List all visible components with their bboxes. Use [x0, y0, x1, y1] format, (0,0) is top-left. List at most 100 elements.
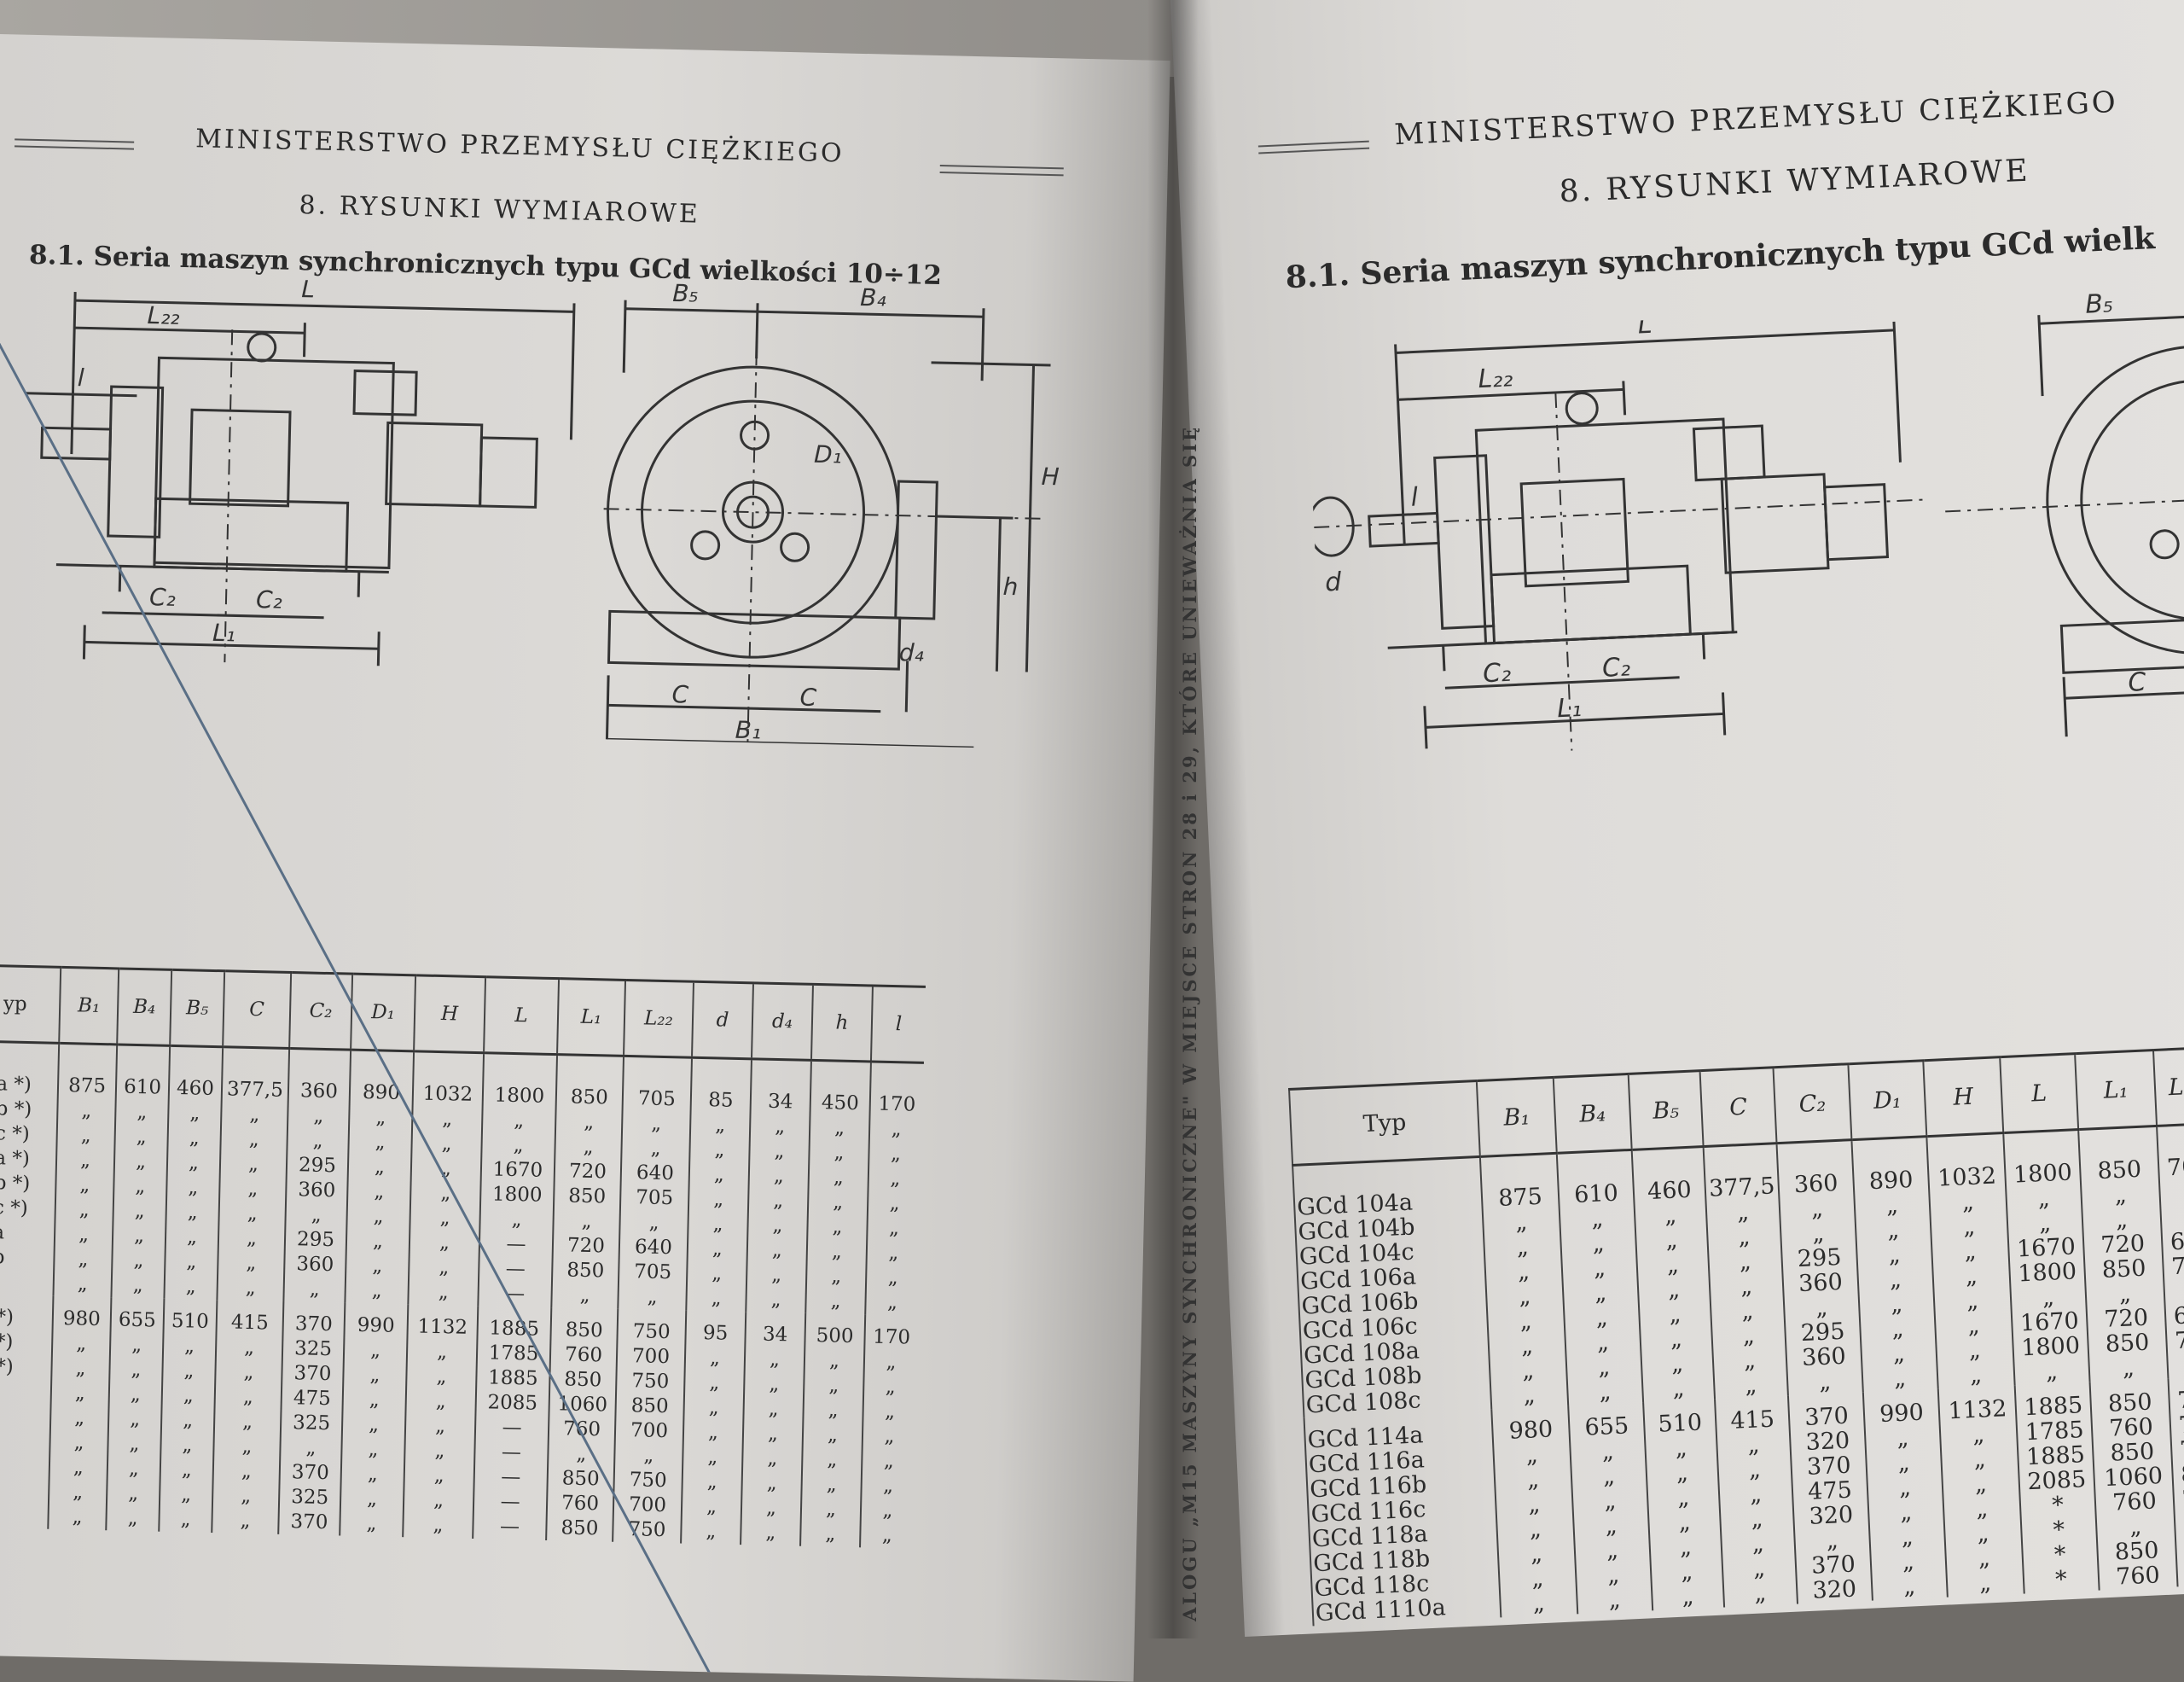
dim-label-B5: B₅ — [2085, 288, 2114, 319]
dim-label-H: H — [1041, 463, 1060, 491]
table-cell: 760 — [2111, 1487, 2158, 1516]
column-header: C₂ — [1773, 1063, 1852, 1144]
table-cell: 2085 — [2026, 1466, 2087, 1496]
table-cell: „ — [1514, 1208, 1529, 1237]
table-cell: „ — [2177, 1510, 2184, 1537]
table-cell: 34 — [762, 1323, 788, 1347]
table-cell: „ — [881, 1523, 893, 1547]
table-cell: 320 — [1808, 1501, 1854, 1530]
table-cell-column: 460„„„„„„„„ — [1631, 1146, 1716, 1403]
table-cell: 1060 — [2103, 1463, 2164, 1493]
table-cell: „ — [1607, 1586, 1622, 1614]
table-cell: „ — [1752, 1555, 1766, 1582]
table-cell: 705 — [2174, 1325, 2184, 1355]
table-cell-column: 377,5„„„„„„„„ — [1703, 1143, 1788, 1400]
table-cell: * — [2054, 1566, 2068, 1593]
table-cell: 460 — [1647, 1176, 1693, 1206]
table-cell: „ — [2129, 1513, 2143, 1540]
table-cell: „ — [1668, 1301, 1682, 1329]
table-cell-column: 450„„„„„„„„ — [805, 1060, 871, 1315]
dim-label-B5: B₅ — [672, 279, 699, 308]
table-cell: „ — [1976, 1520, 1990, 1547]
motor-side-view-drawing: L L₂₂ l d C₂ C₂ L₁ — [1307, 310, 1928, 751]
table-cell: 850 — [2101, 1254, 2147, 1283]
table-cell: „ — [1516, 1233, 1530, 1261]
table-cell: „ — [1978, 1569, 1992, 1597]
column-header: D₁ — [1848, 1060, 1927, 1140]
table-cell: „ — [1740, 1272, 1753, 1301]
table-cell: „ — [889, 1192, 900, 1215]
table-cell: „ — [1590, 1205, 1605, 1233]
table-cell: „ — [1667, 1276, 1681, 1304]
table-cell: „ — [1893, 1365, 1907, 1393]
table-cell: „ — [766, 1471, 777, 1495]
table-cell: „ — [1676, 1484, 1690, 1511]
table-cell: 295 — [1800, 1318, 1846, 1347]
table-cell: „ — [1887, 1241, 1902, 1269]
table-cell: „ — [1963, 1237, 1978, 1266]
table-cell: 750 — [2176, 1385, 2184, 1415]
table-cell: 370 — [1806, 1452, 1852, 1481]
table-cell: 850 — [2180, 1459, 2184, 1489]
table-cell-column: 990„„„„„„„ — [1862, 1388, 1948, 1601]
table-cell: „ — [1751, 1530, 1765, 1557]
table-cell: „ — [831, 1240, 843, 1263]
dim-label-L1: L₁ — [1556, 693, 1582, 724]
table-cell: „ — [2118, 1280, 2132, 1308]
table-cell: 750 — [2178, 1534, 2184, 1563]
dim-label-C-b: C — [799, 683, 817, 711]
table-cell: 1800 — [2017, 1258, 2077, 1288]
table-cell: „ — [890, 1143, 902, 1166]
table-cell-column: 170„„„„„„„„ — [860, 1314, 919, 1549]
table-cell-column: 610„„„„„„„„ — [1556, 1149, 1644, 1406]
table-cell: „ — [834, 1116, 845, 1139]
table-cell: „ — [2045, 1358, 2059, 1386]
table-cell: 750 — [2179, 1435, 2184, 1464]
table-cell: * — [2051, 1492, 2065, 1519]
table-cell: „ — [1891, 1315, 1905, 1343]
right-page: MINISTERSTWO PRZEMYSŁU CIĘŻKIEGO 8. RYSU… — [1170, 0, 2184, 1638]
table-cell: „ — [1520, 1332, 1534, 1359]
table-cell: „ — [1962, 1213, 1976, 1241]
table-cell: „ — [1666, 1251, 1680, 1279]
table-cell: „ — [772, 1189, 784, 1213]
table-cell: „ — [765, 1521, 776, 1545]
dim-label-L: L — [1637, 310, 1653, 340]
table-cell: „ — [1969, 1361, 1983, 1389]
table-cell: „ — [1753, 1580, 1768, 1607]
table-cell: „ — [887, 1266, 898, 1289]
table-cell: „ — [1896, 1424, 1910, 1452]
dim-label-l: l — [1410, 482, 1420, 512]
table-cell: „ — [1602, 1463, 1616, 1490]
table-cell: „ — [890, 1167, 901, 1190]
table-cell: „ — [828, 1399, 839, 1422]
table-cell: „ — [886, 1290, 898, 1314]
table-cell: „ — [1744, 1371, 1758, 1400]
header-rule-left — [1258, 140, 1369, 148]
dim-label-B1: B₁ — [735, 716, 761, 745]
table-cell: 1032 — [1937, 1162, 1997, 1192]
table-cell: „ — [886, 1350, 897, 1374]
dim-label-B4: B₄ — [860, 283, 886, 312]
column-header: H — [1923, 1056, 2004, 1137]
header-rule-right — [939, 165, 1064, 170]
table-cell: 850 — [2105, 1329, 2151, 1358]
table-cell: „ — [1900, 1523, 1914, 1551]
column-header: B₄ — [1553, 1074, 1632, 1154]
table-cell: „ — [1810, 1195, 1824, 1223]
subtitle: 8.1. Seria maszyn synchronicznych typu G… — [1284, 219, 2156, 296]
table-cell: 890 — [1868, 1166, 1914, 1196]
table-cell: „ — [882, 1474, 894, 1498]
table-cell: 720 — [2103, 1304, 2149, 1333]
table-cell-column: 34„„„„„„„„ — [741, 1312, 806, 1546]
table-cell: „ — [1885, 1191, 1899, 1219]
table-cell: „ — [1530, 1540, 1543, 1568]
table-cell: * — [2052, 1516, 2065, 1544]
dim-label-d4: d₄ — [898, 638, 924, 667]
table-cell: „ — [2115, 1206, 2129, 1234]
header-rule-left — [15, 138, 135, 143]
